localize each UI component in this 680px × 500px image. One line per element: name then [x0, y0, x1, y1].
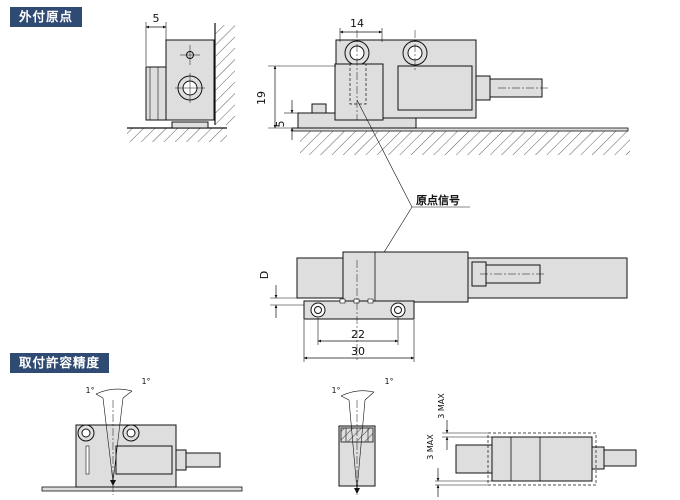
angle-1-left-b: 1°: [331, 386, 340, 395]
dim-5-side: 5: [153, 12, 160, 25]
max-vertical-b: 3 MAX: [426, 434, 435, 460]
angle-1-right-b: 1°: [384, 377, 393, 386]
tilt-side-drawing: [338, 390, 376, 495]
section-label-external-origin: 外付原点: [10, 7, 83, 27]
section-label-mounting-tolerance: 取付許容精度: [10, 353, 110, 373]
dim-30: 30: [351, 345, 365, 358]
dim-22: 22: [351, 328, 365, 341]
front-view-drawing: [268, 28, 630, 155]
angle-1-left: 1°: [85, 386, 94, 395]
position-tolerance-drawing: [435, 420, 637, 497]
tilt-front-drawing: [41, 388, 243, 495]
dim-19: 19: [255, 91, 268, 105]
dim-14: 14: [350, 17, 364, 30]
top-view-drawing: [270, 251, 628, 362]
angle-1-right: 1°: [141, 377, 150, 386]
dim-D: D: [258, 271, 271, 279]
dim-5-front: 5: [274, 121, 287, 128]
origin-signal-label: 原点信号: [416, 193, 460, 207]
max-vertical-a: 3 MAX: [437, 393, 446, 419]
side-view-drawing: [127, 22, 235, 142]
